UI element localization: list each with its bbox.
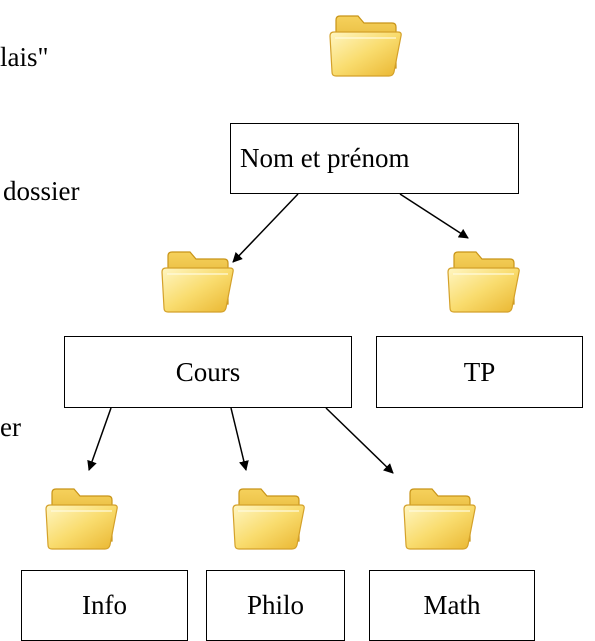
node-info-label: Info: [82, 590, 127, 620]
arrow-root-to-cours: [232, 193, 299, 263]
arrow-cours-to-philo: [230, 407, 249, 471]
folder-icon: [444, 244, 522, 316]
text-fragment-1: lais": [0, 42, 49, 72]
folder-icon: [229, 481, 307, 553]
node-root-label: Nom et prénom: [240, 143, 410, 173]
arrow-cours-to-math: [325, 407, 394, 474]
folder-icon: [400, 481, 478, 553]
arrow-cours-to-info: [87, 407, 112, 471]
node-tp: TP: [376, 336, 583, 408]
folder-icon: [326, 8, 404, 80]
text-fragment-3: er: [0, 412, 21, 442]
node-tp-label: TP: [463, 356, 496, 387]
text-fragment-2: dossier: [3, 176, 80, 206]
node-root: Nom et prénom: [230, 123, 519, 194]
node-cours-label: Cours: [175, 356, 241, 387]
node-math: Math: [369, 570, 535, 641]
node-math-label: Math: [423, 590, 481, 620]
node-info: Info: [21, 570, 188, 641]
node-cours: Cours: [64, 336, 352, 408]
folder-icon: [42, 481, 120, 553]
node-philo-label: Philo: [246, 590, 305, 620]
folder-icon: [158, 244, 236, 316]
arrow-root-to-tp: [399, 193, 469, 239]
node-philo: Philo: [206, 570, 345, 641]
